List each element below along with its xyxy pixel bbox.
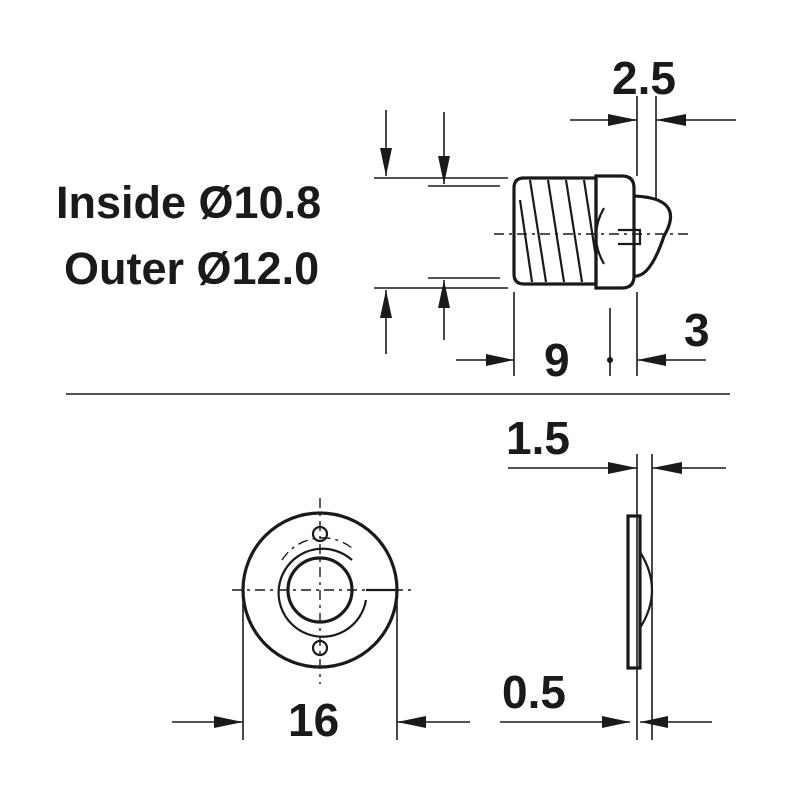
- head-thickness-value: 2.5: [612, 52, 676, 104]
- plate-thickness-value: 1.5: [506, 412, 570, 464]
- inside-diameter-label: Inside Ø10.8: [56, 177, 321, 228]
- outer-diameter-label: Outer Ø12.0: [64, 243, 319, 294]
- body-length-value: 9: [544, 334, 570, 386]
- length-dimension: [456, 292, 706, 376]
- diameter-dimension: [374, 110, 508, 354]
- plate-front-view: [232, 498, 412, 684]
- threaded-insert-side-view: [494, 174, 688, 290]
- gap-dimension: [500, 716, 712, 728]
- ball-protrusion-value: 3: [684, 304, 710, 356]
- head-thickness-dimension: [570, 96, 736, 200]
- plate-diameter-dimension: [172, 596, 470, 740]
- plate-side-view: [626, 454, 654, 740]
- gap-value: 0.5: [502, 666, 566, 718]
- plate-thickness-dimension: [508, 462, 726, 474]
- plate-diameter-value: 16: [288, 694, 339, 746]
